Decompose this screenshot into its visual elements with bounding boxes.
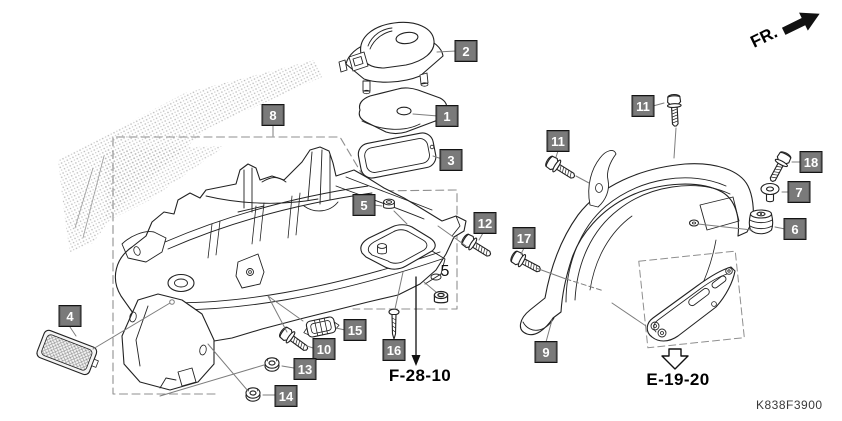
part-3-drawing	[357, 132, 437, 179]
callout-7[interactable]: 7	[787, 181, 811, 203]
part-17-drawing	[508, 248, 544, 277]
part-6-drawing	[748, 209, 774, 235]
callout-1[interactable]: 1	[435, 105, 459, 127]
part-2-drawing	[338, 21, 444, 95]
callout-11-left[interactable]: 11	[546, 130, 570, 152]
part-9-drawing	[519, 150, 754, 336]
callout-8[interactable]: 8	[261, 104, 285, 126]
stipple-shading	[58, 60, 322, 252]
part-8-dashed-boundary	[112, 136, 458, 395]
callout-5[interactable]: 5	[352, 194, 376, 216]
part-15-drawing	[303, 316, 340, 338]
leader-lines	[69, 50, 803, 397]
part-11-top-drawing	[666, 93, 683, 127]
part-8-drawing	[114, 146, 467, 391]
part-4-drawing	[36, 329, 99, 376]
callout-10[interactable]: 10	[312, 338, 336, 360]
plain-number-5: 5	[440, 263, 450, 280]
f-28-10-arrow-icon	[411, 276, 421, 366]
e-19-20-arrow-icon	[661, 348, 689, 370]
callout-18[interactable]: 18	[799, 151, 823, 173]
callout-13[interactable]: 13	[293, 358, 317, 380]
reference-bracket-drawing	[638, 250, 745, 349]
part-13-drawing	[264, 357, 280, 372]
callout-9[interactable]: 9	[534, 341, 558, 363]
part-1-drawing	[358, 87, 448, 135]
callout-17[interactable]: 17	[512, 227, 536, 249]
fr-direction-arrow-icon: FR.	[747, 12, 820, 52]
callout-11-top[interactable]: 11	[631, 95, 655, 117]
part-7-drawing	[760, 182, 780, 203]
part-5-grommet-b-drawing	[433, 290, 449, 304]
callout-4[interactable]: 4	[58, 305, 82, 327]
part-14-drawing	[245, 387, 261, 402]
part-5-grommet-a-drawing	[383, 198, 395, 209]
callout-14[interactable]: 14	[274, 385, 298, 407]
callout-6[interactable]: 6	[783, 218, 807, 240]
callout-15[interactable]: 15	[343, 319, 367, 341]
part-18-drawing	[765, 149, 794, 185]
callout-16[interactable]: 16	[382, 339, 406, 361]
callout-3[interactable]: 3	[439, 149, 463, 171]
callout-12[interactable]: 12	[473, 212, 497, 234]
fr-label: FR.	[747, 23, 780, 52]
callout-2[interactable]: 2	[454, 40, 478, 62]
part-12-drawing	[459, 231, 495, 262]
diagram-code: K838F3900	[756, 398, 823, 412]
part-16-drawing	[388, 308, 400, 340]
part-11-left-drawing	[543, 153, 579, 184]
reference-e-19-20[interactable]: E-19-20	[646, 370, 710, 389]
reference-f-28-10[interactable]: F-28-10	[388, 366, 452, 385]
